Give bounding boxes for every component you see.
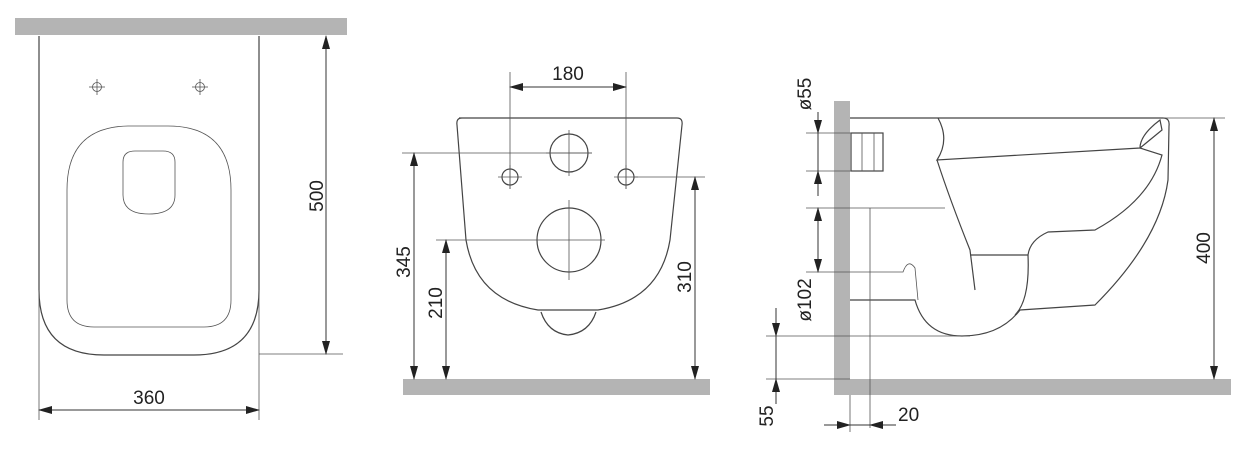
wall-offset-label: 20: [898, 405, 919, 426]
bolt-height-label: 345: [394, 246, 415, 278]
rim-height-label: 400: [1194, 232, 1215, 264]
side-view-rim: [935, 117, 1163, 161]
outlet-pipe-bottom: [850, 263, 919, 301]
depth-label: 500: [307, 180, 328, 212]
side-view-bowl-inner-back: [970, 147, 1163, 256]
outlet-hole-icon: [436, 200, 605, 280]
top-view-seat-outline: [66, 125, 232, 328]
top-view-wall: [15, 18, 347, 35]
front-view: 180 345 210 310: [394, 64, 710, 395]
mounting-hole-icon: [89, 79, 105, 95]
floor-offset-label: 55: [757, 405, 778, 426]
front-view-outlet-bottom: [540, 311, 597, 336]
side-view-bowl-inner-front: [936, 159, 976, 291]
top-view-bowl-outline: [38, 36, 260, 356]
front-view-bowl-outline: [456, 117, 683, 311]
water-inlet-connector: [850, 132, 884, 172]
outlet-diameter-label: ø102: [795, 278, 816, 321]
inlet-height-label: 310: [675, 261, 696, 293]
side-view-siphon: [1014, 254, 1029, 316]
width-label: 360: [133, 388, 165, 409]
outlet-height-label: 210: [426, 287, 447, 319]
side-view-floor: [850, 379, 1231, 395]
inlet-diameter-label: ø55: [795, 78, 816, 111]
mounting-hole-icon: [192, 79, 208, 95]
side-view-bowl-outline: [850, 117, 1170, 337]
front-view-floor: [403, 379, 710, 395]
bolt-spacing-label: 180: [552, 64, 584, 85]
side-view-wall: [834, 101, 850, 395]
side-view: ø55 ø102 55 20 400: [757, 78, 1231, 432]
top-view: 500 360: [15, 18, 347, 420]
top-view-seat-opening: [122, 150, 176, 215]
